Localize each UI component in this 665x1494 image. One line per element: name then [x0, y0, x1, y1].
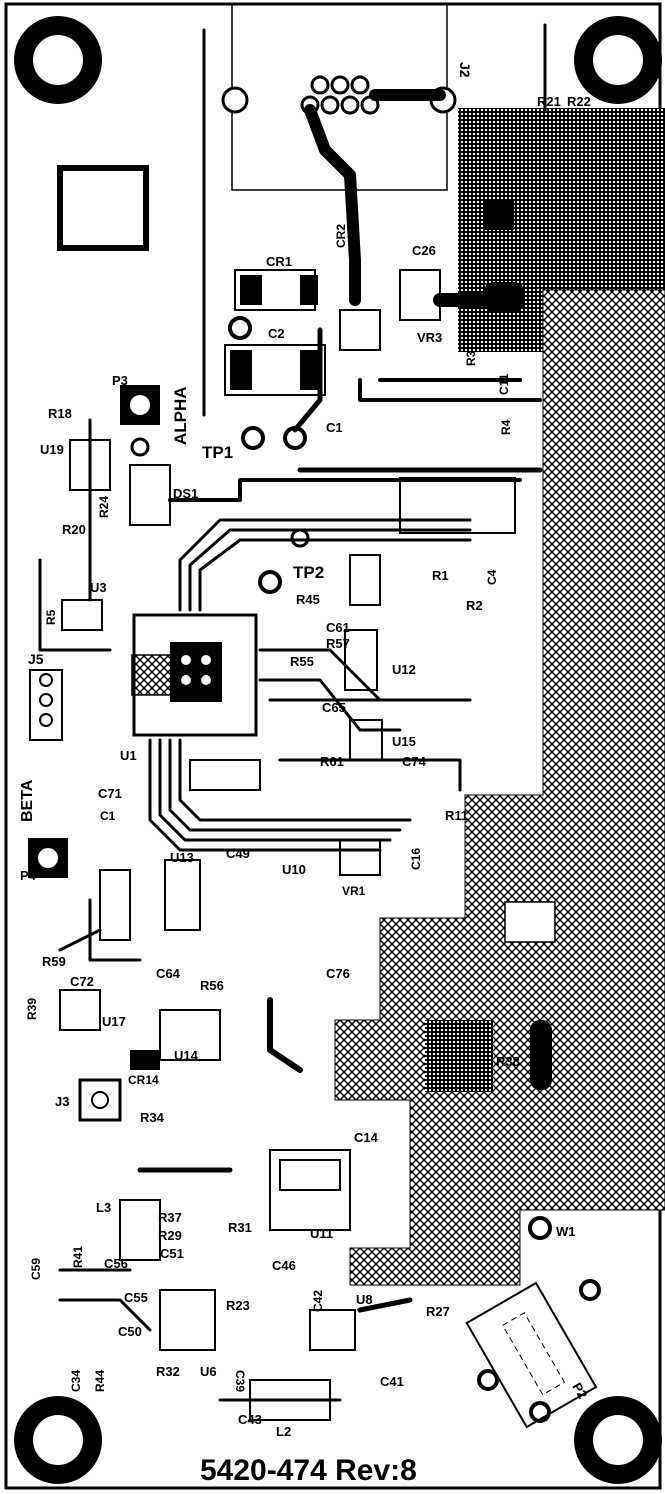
- label-C4: C4: [485, 569, 499, 585]
- label-U8: U8: [356, 1292, 373, 1307]
- label-DS1: DS1: [173, 486, 198, 501]
- label-U14: U14: [174, 1048, 199, 1063]
- label-C65: C65: [322, 700, 346, 715]
- label-C71: C71: [98, 786, 122, 801]
- label-R20: R20: [62, 522, 86, 537]
- label-R57: R57: [326, 636, 350, 651]
- label-C43: C43: [238, 1412, 262, 1427]
- label-R2: R2: [466, 598, 483, 613]
- label-C14: C14: [354, 1130, 379, 1145]
- label-U11: U11: [310, 1226, 333, 1241]
- label-U17: U17: [102, 1014, 126, 1029]
- label-R61: R61: [320, 754, 344, 769]
- label-CR1: CR1: [266, 254, 292, 269]
- silkscreen-labels: J2 R21 R22 CR1 CR2 C26 C2 VR3 R3 C11 C1 …: [19, 62, 591, 1439]
- label-P2: P2: [569, 1380, 590, 1401]
- mounting-holes: [14, 16, 662, 1484]
- label-C72: C72: [70, 974, 94, 989]
- label-C41: C41: [380, 1374, 404, 1389]
- label-R55: R55: [290, 654, 314, 669]
- label-W1: W1: [556, 1224, 576, 1239]
- label-J3: J3: [55, 1094, 69, 1109]
- label-R21: R21: [537, 94, 561, 109]
- label-R56: R56: [200, 978, 224, 993]
- test-points: [241, 426, 310, 594]
- label-U12: U12: [392, 662, 416, 677]
- label-R1: R1: [432, 568, 449, 583]
- label-J5: J5: [28, 651, 44, 667]
- label-R41: R41: [71, 1246, 85, 1268]
- label-U3: U3: [90, 580, 107, 595]
- label-C49: C49: [226, 846, 250, 861]
- label-U15: U15: [392, 734, 416, 749]
- label-C2: C2: [268, 326, 285, 341]
- label-BETA: BETA: [19, 779, 36, 822]
- label-C76: C76: [326, 966, 350, 981]
- label-R32: R32: [156, 1364, 180, 1379]
- label-R39: R39: [25, 998, 39, 1020]
- label-R4: R4: [499, 419, 513, 435]
- label-U10: U10: [282, 862, 306, 877]
- label-C64: C64: [156, 966, 181, 981]
- label-R59: R59: [42, 954, 66, 969]
- label-R31: R31: [228, 1220, 252, 1235]
- label-C61: C61: [326, 620, 350, 635]
- label-U6: U6: [200, 1364, 217, 1379]
- label-R18: R18: [48, 406, 72, 421]
- label-C26: C26: [412, 243, 436, 258]
- label-C55: C55: [124, 1290, 148, 1305]
- label-L2: L2: [276, 1424, 291, 1439]
- label-C59: C59: [29, 1258, 43, 1280]
- label-R23: R23: [226, 1298, 250, 1313]
- label-R5: R5: [44, 609, 58, 625]
- label-C39: C39: [233, 1370, 247, 1392]
- label-R24: R24: [97, 496, 111, 518]
- label-R3: R3: [464, 350, 478, 366]
- label-C74: C74: [402, 754, 427, 769]
- connector-j2-outline: [221, 3, 457, 191]
- components: [28, 200, 601, 1429]
- label-C1: C1: [326, 420, 343, 435]
- label-R38: R38: [496, 1054, 520, 1069]
- label-C16: C16: [409, 848, 423, 870]
- label-C34: C34: [69, 1370, 83, 1392]
- label-J2: J2: [457, 62, 473, 78]
- label-R22: R22: [567, 94, 591, 109]
- copper-traces: [38, 23, 547, 1402]
- label-CR2: CR2: [334, 224, 348, 248]
- label-R44: R44: [93, 1370, 107, 1392]
- label-ALPHA: ALPHA: [171, 386, 190, 445]
- label-U19: U19: [40, 442, 64, 457]
- label-VR3: VR3: [417, 330, 442, 345]
- label-P3: P3: [112, 373, 128, 388]
- label-R29: R29: [158, 1228, 182, 1243]
- label-R34: R34: [140, 1110, 165, 1125]
- label-C46: C46: [272, 1258, 296, 1273]
- label-R11: R11: [445, 808, 468, 823]
- label-R45: R45: [296, 592, 320, 607]
- label-R27: R27: [426, 1304, 450, 1319]
- label-VR1: VR1: [342, 884, 366, 898]
- label-L3: L3: [96, 1200, 111, 1215]
- label-R37: R37: [158, 1210, 182, 1225]
- label-CR14: CR14: [128, 1073, 159, 1087]
- label-TP1: TP1: [202, 443, 233, 462]
- label-P4: P4: [20, 868, 37, 883]
- label-C11: C11: [497, 373, 511, 395]
- label-C50: C50: [118, 1324, 142, 1339]
- square-pad: [57, 165, 149, 251]
- label-TP2: TP2: [293, 563, 324, 582]
- label-C51: C51: [160, 1246, 184, 1261]
- label-C42: C42: [311, 1290, 325, 1312]
- label-U13: U13: [170, 850, 194, 865]
- board-part-number: 5420-474 Rev:8: [200, 1454, 417, 1487]
- label-C1b: C1: [100, 809, 116, 823]
- label-C56: C56: [104, 1256, 128, 1271]
- label-U1: U1: [120, 748, 137, 763]
